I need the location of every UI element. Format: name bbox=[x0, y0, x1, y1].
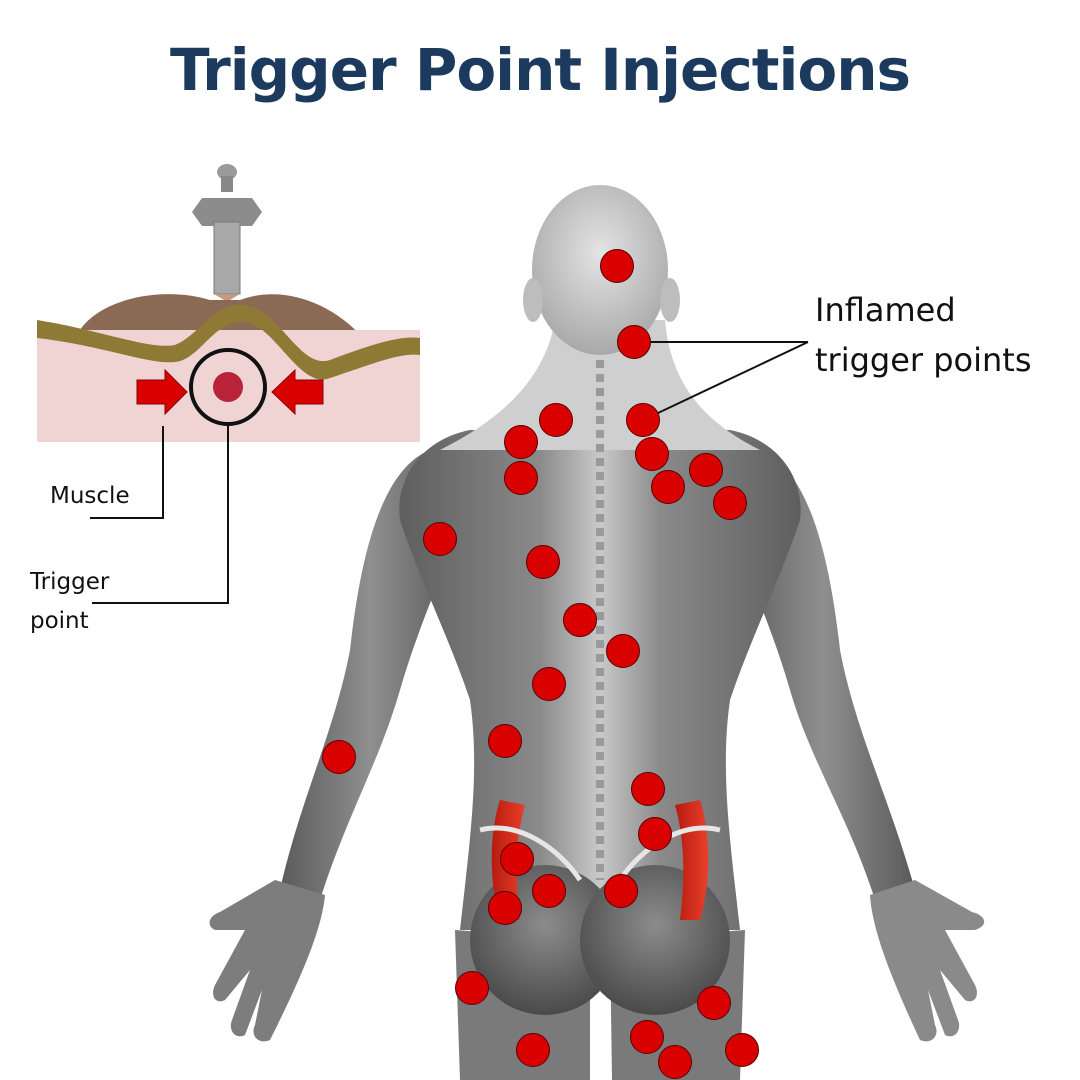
trigger-point-marker bbox=[488, 891, 522, 925]
trigger-point-marker bbox=[526, 545, 560, 579]
callout-label-line2: trigger points bbox=[815, 341, 1032, 379]
trigger-point-marker bbox=[563, 603, 597, 637]
trigger-point-marker bbox=[516, 1033, 550, 1067]
trigger-point-marker bbox=[500, 842, 534, 876]
trigger-point-marker bbox=[635, 437, 669, 471]
trigger-point-label-line2: point bbox=[30, 608, 89, 634]
muscle-label: Muscle bbox=[50, 483, 130, 509]
trigger-point-marker bbox=[423, 522, 457, 556]
trigger-point-marker bbox=[658, 1045, 692, 1079]
callout-label-line1: Inflamed bbox=[815, 291, 956, 329]
trigger-point-marker bbox=[617, 325, 651, 359]
trigger-point-marker bbox=[539, 403, 573, 437]
trigger-point-marker bbox=[532, 667, 566, 701]
trigger-point-marker bbox=[651, 470, 685, 504]
trigger-point-marker bbox=[600, 249, 634, 283]
trigger-point-marker bbox=[455, 971, 489, 1005]
trigger-point-marker bbox=[504, 461, 538, 495]
page-title: Trigger Point Injections bbox=[169, 36, 911, 104]
trigger-point-marker bbox=[488, 724, 522, 758]
trigger-point-marker bbox=[604, 874, 638, 908]
trigger-point-label-line1: Trigger bbox=[30, 569, 110, 595]
trigger-point-marker bbox=[638, 817, 672, 851]
trigger-point-marker bbox=[631, 772, 665, 806]
trigger-point-marker bbox=[322, 740, 356, 774]
trigger-point-marker bbox=[606, 634, 640, 668]
trigger-point-marker bbox=[689, 453, 723, 487]
trigger-point-marker bbox=[713, 486, 747, 520]
trigger-point-marker bbox=[725, 1033, 759, 1067]
trigger-point-marker bbox=[697, 986, 731, 1020]
trigger-point-marker bbox=[630, 1020, 664, 1054]
trigger-point-marker bbox=[532, 874, 566, 908]
trigger-point-marker bbox=[626, 403, 660, 437]
trigger-point-marker bbox=[504, 425, 538, 459]
